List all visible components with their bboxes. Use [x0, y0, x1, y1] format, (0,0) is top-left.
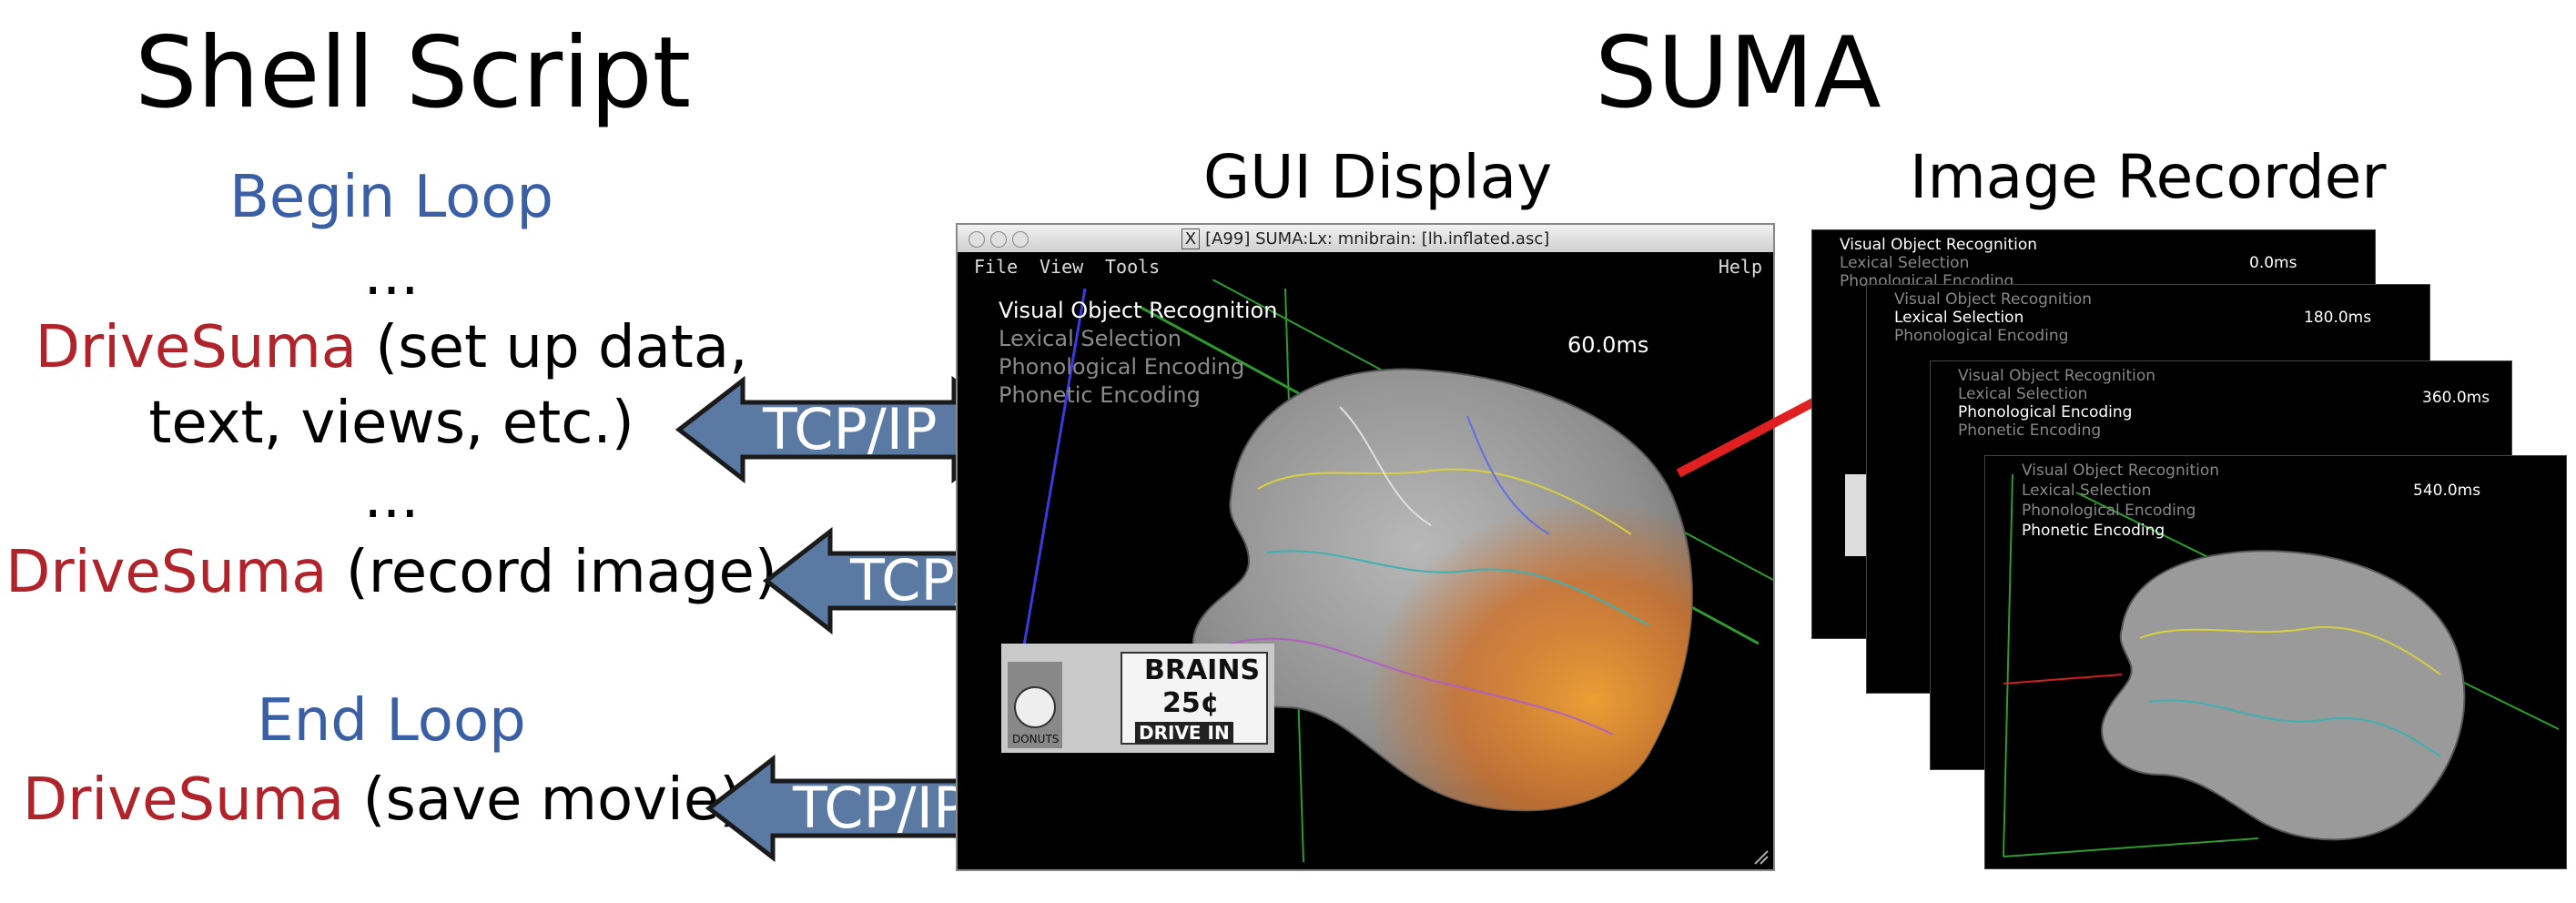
overlay-label: Phonetic Encoding [999, 382, 1201, 408]
frame-time: 180.0ms [2304, 309, 2372, 327]
frame-label: Visual Object Recognition [2022, 462, 2220, 480]
drivesuma-setup-line-2: text, views, etc.) [148, 390, 634, 457]
time-readout: 60.0ms [1567, 332, 1649, 358]
overlay-label: Phonological Encoding [999, 354, 1245, 380]
sulcus-line [1230, 637, 1614, 736]
drivesuma-command: DriveSuma [5, 539, 328, 606]
resize-grip-icon[interactable] [1753, 849, 1770, 866]
sign-text-brains: BRAINS [1144, 654, 1261, 686]
frame-label: Phonological Encoding [1894, 327, 2069, 345]
frame-label: Lexical Selection [1958, 385, 2088, 403]
frame-label: Phonological Encoding [1958, 403, 2133, 421]
close-window-icon[interactable] [969, 231, 985, 248]
drivesuma-save-line: DriveSuma (save movie) [0, 766, 774, 834]
sulcus-line [1466, 415, 1550, 535]
overlay-label: Lexical Selection [999, 326, 1182, 351]
frame-time: 540.0ms [2413, 482, 2481, 500]
minimize-window-icon[interactable] [990, 231, 1007, 248]
frame-brain [2003, 473, 2560, 857]
axis-line [1019, 288, 1087, 663]
frame-time: 0.0ms [2249, 254, 2297, 272]
drivesuma-description: (save movie) [362, 766, 743, 834]
image-recorder-heading: Image Recorder [1910, 142, 2387, 212]
frame-time: 360.0ms [2422, 389, 2490, 407]
activation-overlay [1192, 369, 1692, 811]
end-loop-line: End Loop [257, 687, 526, 755]
frame-label: Phonetic Encoding [1958, 421, 2102, 440]
menu-view[interactable]: View [1040, 256, 1084, 278]
dots-line-1: ... [363, 241, 420, 309]
frame-label: Phonetic Encoding [2022, 522, 2165, 540]
sign-text-price: 25¢ [1162, 687, 1220, 719]
window-title: X[A99] SUMA:Lx: mnibrain: [lh.inflated.a… [958, 228, 1773, 249]
drivesuma-record-line: DriveSuma (record image) [0, 539, 783, 606]
frame-label: Visual Object Recognition [1958, 367, 2156, 385]
menu-file[interactable]: File [974, 256, 1019, 278]
drivesuma-setup-line: DriveSuma (set up data, [0, 314, 783, 381]
menu-tools[interactable]: Tools [1105, 256, 1161, 278]
suma-heading: SUMA [1595, 16, 1881, 130]
dots-line-2: ... [363, 464, 420, 532]
zoom-window-icon[interactable] [1012, 231, 1029, 248]
shell-script-heading: Shell Script [135, 16, 692, 130]
begin-loop-line: Begin Loop [228, 164, 554, 231]
brain-viewport[interactable] [958, 279, 1773, 869]
sulcus-line [1266, 550, 1650, 626]
overlay-label: Visual Object Recognition [999, 298, 1278, 323]
menu-bar: File View Tools Help [958, 252, 1773, 279]
sulcus-line [1339, 406, 1432, 526]
gui-display-heading: GUI Display [1203, 142, 1553, 212]
sulcus-line [1257, 468, 1632, 535]
sign-text-donuts: DONUTS [1012, 733, 1060, 746]
frame-label: Phonological Encoding [2022, 502, 2196, 520]
frame-label: Lexical Selection [1840, 254, 1970, 272]
recorder-frame: Visual Object Recognition Lexical Select… [1984, 455, 2567, 869]
window-title-bar[interactable]: X[A99] SUMA:Lx: mnibrain: [lh.inflated.a… [958, 225, 1773, 253]
suma-gui-window: X[A99] SUMA:Lx: mnibrain: [lh.inflated.a… [956, 223, 1775, 871]
tcp-ip-label-3: TCP/IP [793, 775, 968, 841]
x11-icon: X [1181, 228, 1201, 249]
sign-text-drive-in: DRIVE IN [1135, 722, 1233, 744]
frame-label: Lexical Selection [2022, 482, 2152, 500]
frame-label: Lexical Selection [1894, 309, 2024, 327]
drivesuma-description: (record image) [345, 539, 777, 606]
drivesuma-command: DriveSuma [35, 314, 357, 381]
frame-label: Visual Object Recognition [1840, 236, 2038, 254]
drivesuma-description: (set up data, [375, 314, 748, 381]
menu-help[interactable]: Help [1718, 256, 1762, 278]
frame-label: Visual Object Recognition [1894, 290, 2093, 309]
drivesuma-command: DriveSuma [22, 766, 345, 834]
tcp-ip-label-1: TCP/IP [763, 396, 938, 462]
